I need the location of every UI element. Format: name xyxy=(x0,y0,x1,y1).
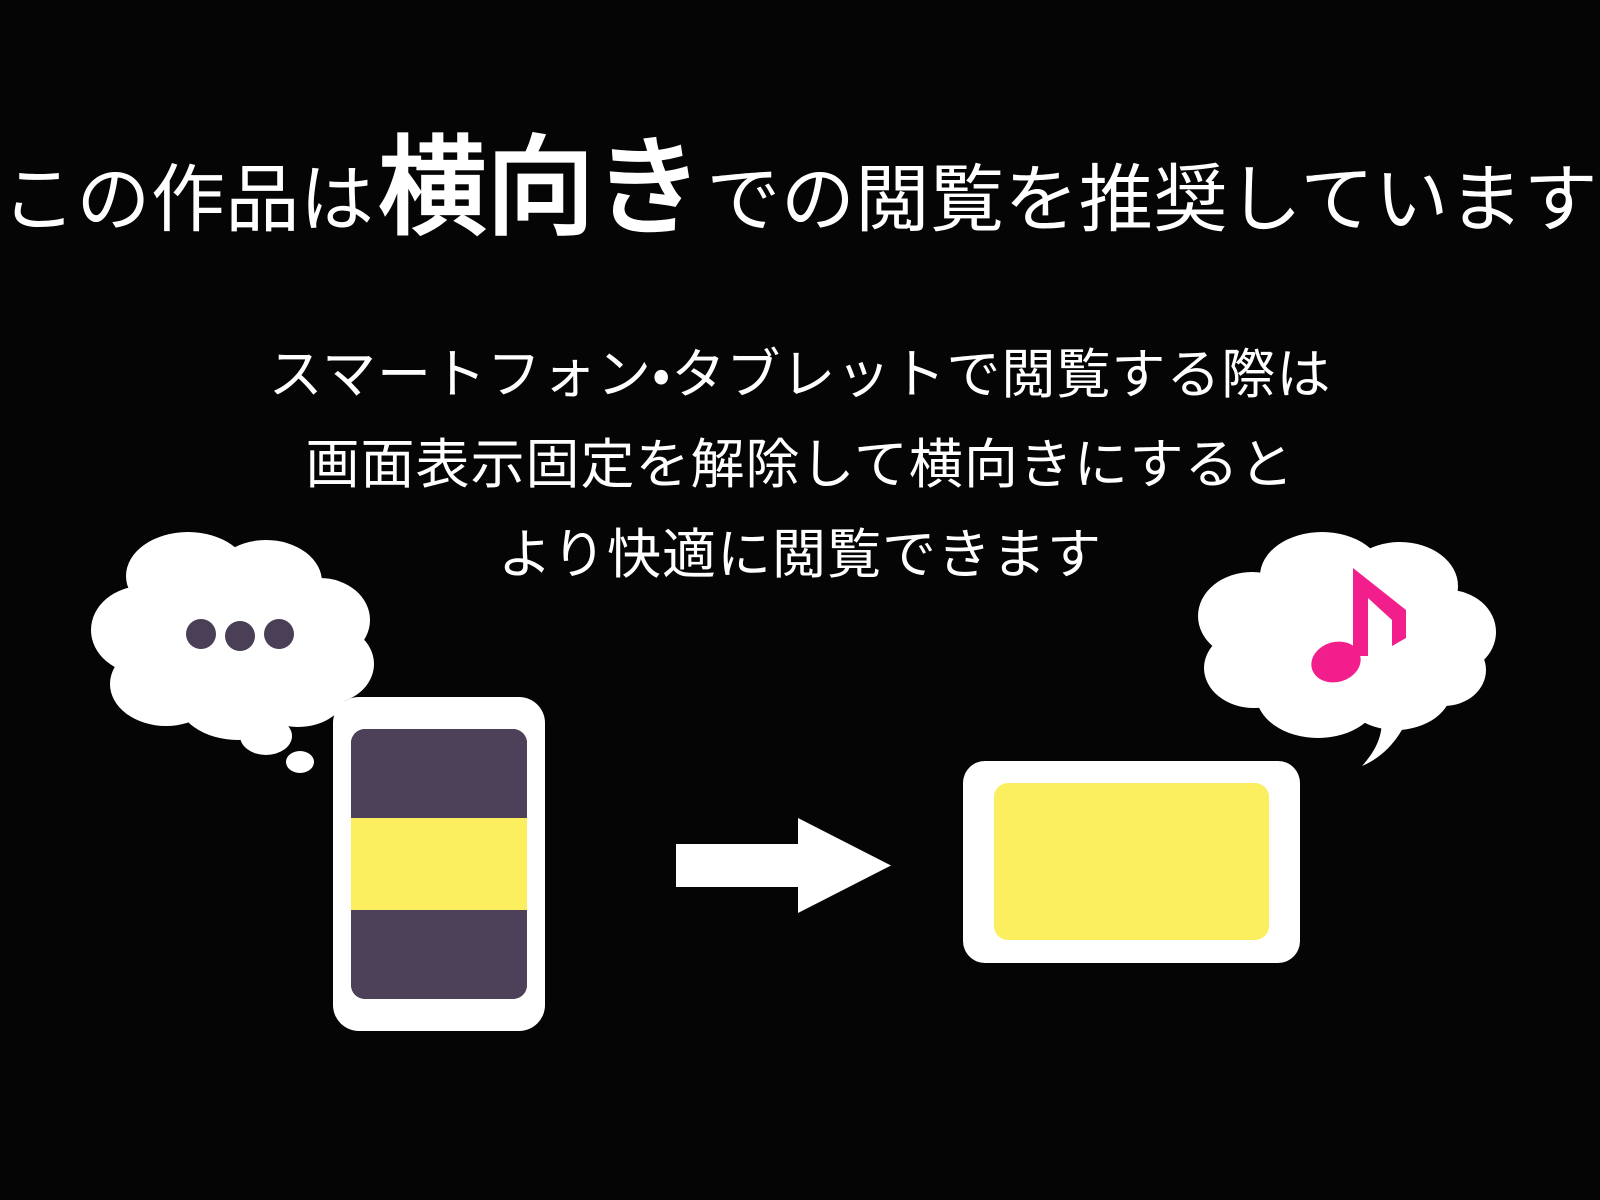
phone-screen-top-band xyxy=(351,729,527,818)
tablet-screen xyxy=(994,783,1269,940)
thought-bubble-left xyxy=(88,524,388,774)
speech-bubble-right-shape xyxy=(1198,532,1496,766)
page-title: この作品は 横向き での閲覧を推奨しています xyxy=(0,135,1600,265)
music-note-icon xyxy=(1311,568,1406,683)
ellipsis-dots-icon xyxy=(186,619,294,651)
speech-bubble-right xyxy=(1190,528,1496,778)
instruction-paragraph: スマートフォン・タブレットで閲覧する際は 画面表示固定を解除して横向きにすると … xyxy=(0,330,1600,600)
rotate-arrow-icon xyxy=(676,818,891,913)
thought-bubble-left-shape xyxy=(91,532,374,773)
instruction-line: スマートフォン・タブレットで閲覧する際は xyxy=(268,343,1332,406)
instruction-line: 画面表示固定を解除して横向きにすると xyxy=(305,433,1295,496)
phone-screen-content-band xyxy=(351,818,527,910)
page-title-emphasis: 横向き xyxy=(378,126,703,251)
page-title-prefix: この作品は xyxy=(1,157,375,243)
phone-device-portrait xyxy=(333,697,545,1031)
instruction-line: より快適に閲覧できます xyxy=(498,523,1102,586)
page-title-suffix: での閲覧を推奨しています xyxy=(706,157,1599,243)
phone-screen xyxy=(351,729,527,999)
tablet-device-landscape xyxy=(963,761,1300,963)
phone-screen-bottom-band xyxy=(351,910,527,999)
